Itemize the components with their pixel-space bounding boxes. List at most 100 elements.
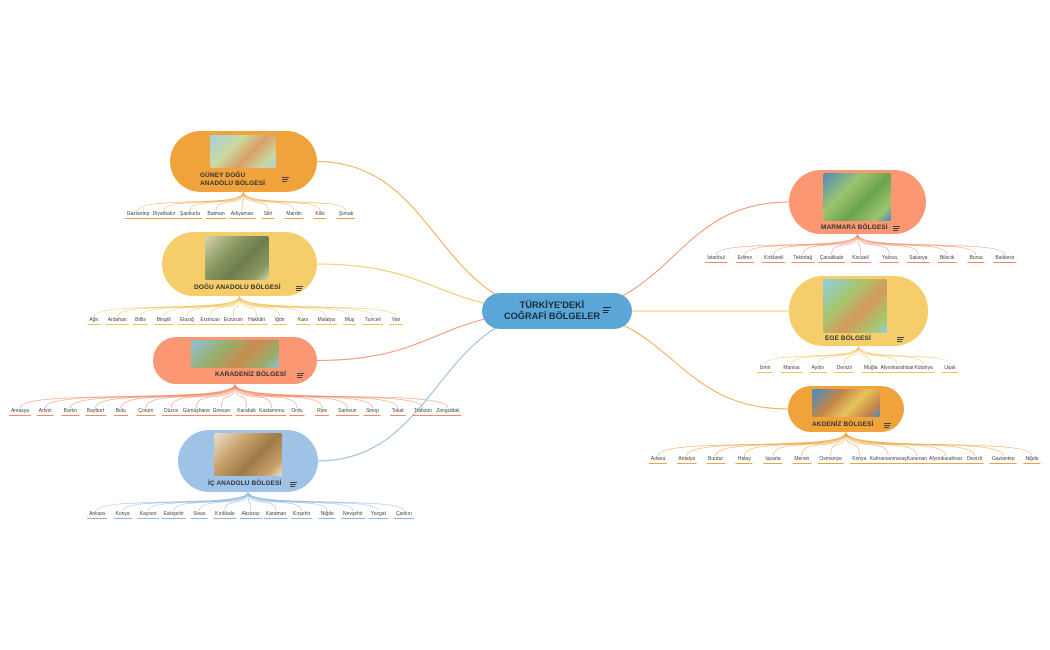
city-leaf[interactable]: Sakarya xyxy=(907,255,930,263)
city-leaf[interactable]: Bilecik xyxy=(937,255,957,263)
city-leaf[interactable]: Yozgat xyxy=(368,511,388,519)
city-leaf[interactable]: Muş xyxy=(342,317,357,325)
notes-icon[interactable] xyxy=(296,286,303,291)
city-leaf[interactable]: Kocaeli xyxy=(850,255,871,263)
city-leaf[interactable]: Çanakkale xyxy=(817,255,846,263)
city-leaf[interactable]: Rize xyxy=(315,408,330,416)
city-leaf[interactable]: İzmir xyxy=(757,365,773,373)
city-leaf[interactable]: Afyonkarahisar xyxy=(927,456,965,464)
city-leaf[interactable]: Samsun xyxy=(336,408,359,416)
city-leaf[interactable]: Isparta xyxy=(763,456,783,464)
city-leaf[interactable]: Kırşehir xyxy=(291,511,313,519)
city-leaf[interactable]: Kars xyxy=(295,317,311,325)
city-leaf[interactable]: Balıkesir xyxy=(993,255,1017,263)
city-leaf[interactable]: Tekirdağ xyxy=(791,255,815,263)
region-node-guneydogu[interactable]: GÜNEY DOĞU ANADOLU BÖLGESİ xyxy=(170,131,317,192)
notes-icon[interactable] xyxy=(897,337,904,342)
region-node-ic[interactable]: İÇ ANADOLU BÖLGESİ xyxy=(178,430,318,492)
region-node-karadeniz[interactable]: KARADENİZ BÖLGESİ xyxy=(153,337,317,384)
city-leaf[interactable]: Kahramanmaraş xyxy=(867,456,909,464)
city-leaf[interactable]: Uşak xyxy=(942,365,958,373)
city-leaf[interactable]: Mersin xyxy=(792,456,812,464)
notes-icon[interactable] xyxy=(290,482,297,487)
city-leaf[interactable]: Trabzon xyxy=(411,408,434,416)
city-leaf[interactable]: Gümüşhane xyxy=(180,408,212,416)
region-node-akdeniz[interactable]: AKDENİZ BÖLGESİ xyxy=(788,386,904,432)
notes-icon[interactable] xyxy=(884,423,891,428)
city-leaf[interactable]: Sivas xyxy=(191,511,208,519)
city-leaf[interactable]: Ordu xyxy=(289,408,305,416)
city-leaf[interactable]: Çorum xyxy=(136,408,156,416)
city-leaf[interactable]: Gaziantep xyxy=(124,211,152,219)
city-leaf[interactable]: Diyarbakır xyxy=(150,211,178,219)
city-leaf[interactable]: Muğla xyxy=(861,365,880,373)
city-leaf[interactable]: Kayseri xyxy=(137,511,159,519)
city-leaf[interactable]: Gaziantep xyxy=(989,456,1017,464)
city-leaf[interactable]: Bolu xyxy=(113,408,128,416)
city-leaf[interactable]: Erzincan xyxy=(198,317,222,325)
city-leaf[interactable]: Kastamonu xyxy=(257,408,287,416)
city-leaf[interactable]: Şanlıurfa xyxy=(177,211,203,219)
city-leaf[interactable]: Çankırı xyxy=(393,511,415,519)
city-leaf[interactable]: Hakkâri xyxy=(246,317,268,325)
city-leaf[interactable]: Bingöl xyxy=(154,317,173,325)
notes-icon[interactable] xyxy=(297,373,304,378)
city-leaf[interactable]: Malatya xyxy=(315,317,338,325)
city-leaf[interactable]: Aydın xyxy=(809,365,827,373)
city-leaf[interactable]: Denizli xyxy=(834,365,854,373)
city-leaf[interactable]: Amasya xyxy=(8,408,32,416)
city-leaf[interactable]: Batman xyxy=(205,211,227,219)
city-leaf[interactable]: Zonguldak xyxy=(434,408,462,416)
city-leaf[interactable]: Yalova xyxy=(879,255,899,263)
city-leaf[interactable]: Kütahya xyxy=(912,365,935,373)
city-leaf[interactable]: Ardahan xyxy=(105,317,129,325)
city-leaf[interactable]: Nevşehir xyxy=(340,511,365,519)
city-leaf[interactable]: Bayburt xyxy=(84,408,107,416)
city-leaf[interactable]: Şırnak xyxy=(336,211,356,219)
notes-icon[interactable] xyxy=(282,177,289,182)
city-leaf[interactable]: Hatay xyxy=(735,456,753,464)
central-topic[interactable]: TÜRKİYE'DEKİ COĞRAFİ BÖLGELER xyxy=(482,293,632,329)
city-leaf[interactable]: Manisa xyxy=(781,365,802,373)
region-node-marmara[interactable]: MARMARA BÖLGESİ xyxy=(789,170,926,234)
city-leaf[interactable]: Niğde xyxy=(1023,456,1041,464)
city-leaf[interactable]: Konya xyxy=(850,456,869,464)
city-leaf[interactable]: Karaman xyxy=(904,456,930,464)
city-leaf[interactable]: Erzurum xyxy=(221,317,245,325)
city-leaf[interactable]: Giresun xyxy=(210,408,233,416)
city-leaf[interactable]: Kırklareli xyxy=(762,255,786,263)
city-leaf[interactable]: Edirne xyxy=(735,255,755,263)
city-leaf[interactable]: Aksaray xyxy=(239,511,262,519)
city-leaf[interactable]: Tokat xyxy=(389,408,406,416)
city-leaf[interactable]: Karabük xyxy=(235,408,258,416)
city-leaf[interactable]: Denizli xyxy=(964,456,984,464)
city-leaf[interactable]: Antalya xyxy=(676,456,698,464)
city-leaf[interactable]: Konya xyxy=(113,511,132,519)
city-leaf[interactable]: Artvin xyxy=(36,408,54,416)
city-leaf[interactable]: Elazığ xyxy=(177,317,196,325)
city-leaf[interactable]: Adana xyxy=(648,456,668,464)
city-leaf[interactable]: Karaman xyxy=(263,511,289,519)
city-leaf[interactable]: Siirt xyxy=(261,211,275,219)
city-leaf[interactable]: Kırıkkale xyxy=(213,511,237,519)
city-leaf[interactable]: Sinop xyxy=(364,408,381,416)
city-leaf[interactable]: Afyonkarahisar xyxy=(878,365,916,373)
city-leaf[interactable]: Kilis xyxy=(313,211,327,219)
city-leaf[interactable]: Niğde xyxy=(318,511,336,519)
city-leaf[interactable]: İstanbul xyxy=(705,255,727,263)
city-leaf[interactable]: Tunceli xyxy=(362,317,383,325)
city-leaf[interactable]: Ağrı xyxy=(87,317,101,325)
city-leaf[interactable]: Van xyxy=(389,317,403,325)
city-leaf[interactable]: Bitlis xyxy=(133,317,148,325)
notes-icon[interactable] xyxy=(603,307,611,313)
city-leaf[interactable]: Düzce xyxy=(161,408,181,416)
city-leaf[interactable]: Adıyaman xyxy=(228,211,256,219)
city-leaf[interactable]: Burdur xyxy=(706,456,726,464)
notes-icon[interactable] xyxy=(893,226,900,231)
city-leaf[interactable]: Eskişehir xyxy=(161,511,186,519)
city-leaf[interactable]: Mardin xyxy=(284,211,304,219)
city-leaf[interactable]: Iğdır xyxy=(272,317,287,325)
region-node-ege[interactable]: EGE BÖLGESİ xyxy=(789,276,928,346)
city-leaf[interactable]: Bursa xyxy=(967,255,985,263)
city-leaf[interactable]: Ankara xyxy=(87,511,107,519)
